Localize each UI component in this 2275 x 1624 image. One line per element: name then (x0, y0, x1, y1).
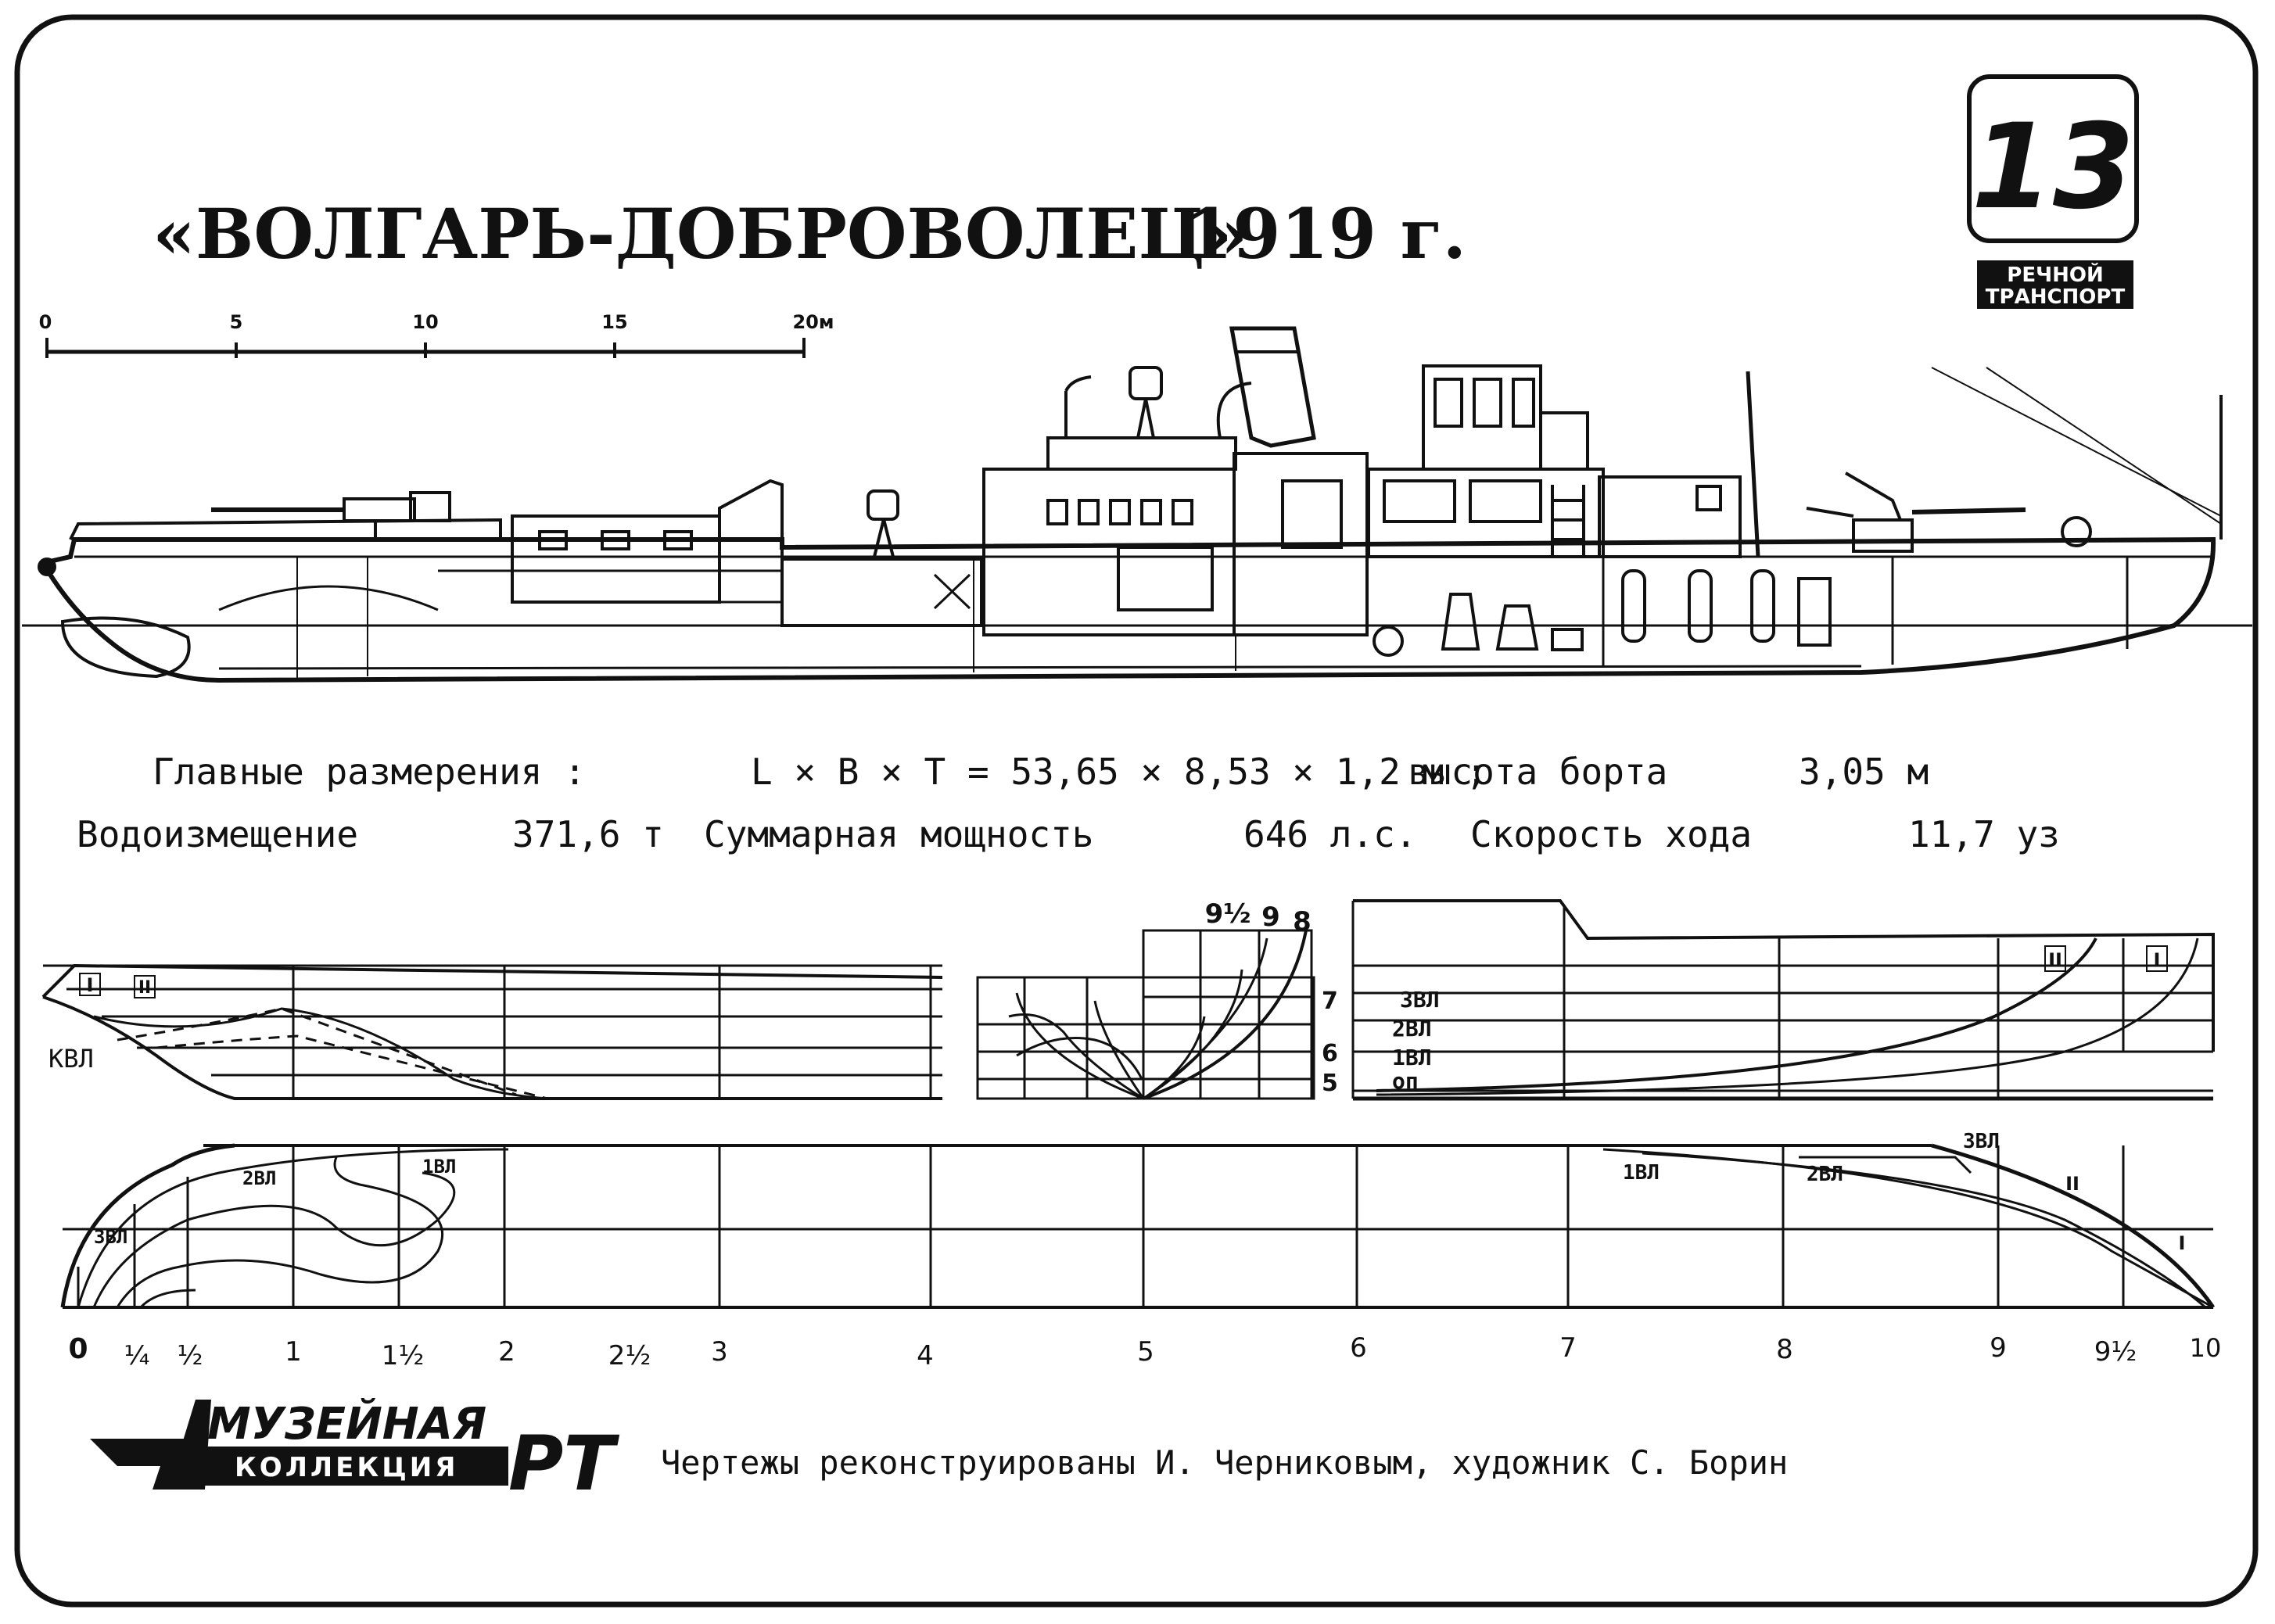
logo-line2: КОЛЛЕКЦИЯ (235, 1452, 458, 1483)
issue-badge-frame (1967, 74, 2139, 243)
body-plan-view (976, 929, 1315, 1100)
funnel (1229, 326, 1316, 448)
title-ship-name: «ВОЛГАРЬ-ДОБРОВОЛЕЦ» (153, 193, 1247, 274)
title-year: 1919 г. (1185, 193, 1466, 274)
spec-displacement-label: Водоизмещение (77, 813, 358, 855)
stern-capstan (2061, 516, 2092, 547)
aft-gun (1806, 471, 2026, 553)
profile-bow-kvl-label: КВЛ (48, 1044, 94, 1074)
drawing-credits: Чертежы реконструированы И. Черниковым, … (661, 1443, 1788, 1482)
station-1: 1 (285, 1336, 302, 1368)
spec-main-dims-label: Главные размерения : (153, 751, 586, 793)
half-breadth-stern-2vl: 2ВЛ (1807, 1163, 1843, 1186)
issue-number: 13 (1972, 99, 2135, 235)
half-breadth-bow-2vl: 2ВЛ (242, 1167, 276, 1189)
logo-m-mark (90, 1439, 192, 1490)
hull-outline (39, 536, 2216, 683)
body-plan-station-5: 5 (1322, 1070, 1338, 1097)
station-4: 4 (917, 1340, 934, 1371)
station-7: 7 (1559, 1332, 1577, 1364)
station-5: 5 (1137, 1336, 1154, 1368)
scale-label-0: 0 (39, 311, 52, 333)
station-2: 2 (498, 1336, 515, 1368)
forward-gun (211, 491, 451, 540)
bridge-searchlight (1129, 366, 1163, 439)
half-breadth-stern-mark-ii: II (2065, 1173, 2079, 1195)
museum-collection-logo: МУЗЕЙНАЯ КОЛЛЕКЦИЯ РТ (90, 1398, 619, 1507)
spec-power-value: 646 л.с. (1243, 813, 1417, 855)
profile-stern-mark-i: I (2154, 949, 2161, 971)
body-plan-station-6: 6 (1322, 1040, 1338, 1067)
profile-bow-mark-ii: II (138, 978, 151, 998)
forecastle (69, 518, 502, 540)
profile-stern-op: оп (1392, 1068, 1419, 1094)
profile-stern-3vl: 3ВЛ (1400, 987, 1440, 1013)
engine-flywheel (1373, 626, 1404, 657)
half-breadth-stern-mark-i: I (2179, 1232, 2186, 1254)
profile-bow-view (41, 963, 943, 1100)
aft-deckhouse (1598, 475, 1742, 558)
spec-speed-label: Скорость хода (1470, 813, 1752, 855)
body-plan-station-8: 8 (1293, 906, 1312, 937)
half-breadth-bow-1vl: 1ВЛ (422, 1156, 456, 1178)
cargo-hatch (780, 557, 983, 627)
station-9-5: 9½ (2094, 1336, 2137, 1368)
station-6: 6 (1350, 1332, 1367, 1364)
body-plan-station-7: 7 (1322, 988, 1338, 1015)
body-plan-station-9-5: 9½ (1205, 898, 1251, 930)
publisher-line2: ТРАНСПОРТ (1986, 285, 2126, 309)
profile-stern-1vl: 1ВЛ (1392, 1045, 1432, 1070)
sheet-frame (14, 14, 2259, 1608)
station-3: 3 (711, 1336, 728, 1368)
station-0-25: ¼ (124, 1340, 150, 1371)
side-boat (60, 616, 191, 679)
fore-searchlight (867, 489, 899, 557)
body-plan-station-9: 9 (1261, 902, 1280, 933)
profile-stern-2vl: 2ВЛ (1392, 1016, 1432, 1041)
spec-displacement-value: 371,6 т (512, 813, 664, 855)
spec-depth-value: 3,05 м (1799, 751, 1929, 793)
issue-badge: 13 РЕЧНОЙ ТРАНСПОРТ (1967, 74, 2139, 309)
station-8: 8 (1776, 1334, 1793, 1365)
keel-line (218, 665, 1862, 670)
station-2-5: 2½ (608, 1340, 651, 1371)
station-10: 10 (2190, 1333, 2222, 1363)
profile-stern-mark-ii: II (2048, 949, 2062, 971)
scale-label-15: 15 (601, 311, 627, 333)
spec-main-dims-formula: L × B × T = 53,65 × 8,53 × 1,2 м ; (751, 751, 1487, 793)
spec-speed-value: 11,7 уз (1908, 813, 2060, 855)
fore-ventilator (718, 479, 784, 602)
profile-stern-view (1351, 899, 2215, 1101)
half-breadth-stern-3vl: 3ВЛ (1963, 1130, 2000, 1153)
scale-label-10: 10 (412, 311, 438, 333)
logo-rt-mark: РТ (508, 1420, 619, 1507)
station-numbers: 0 ¼ ½ 1 1½ 2 2½ 3 4 5 6 7 8 9 9½ 10 (68, 1332, 2221, 1371)
scale-label-5: 5 (230, 311, 243, 333)
specifications: Главные размерения : L × B × T = 53,65 ×… (77, 751, 2060, 855)
half-breadth-stern-1vl: 1ВЛ (1623, 1161, 1660, 1185)
scale-bar: 0 5 10 15 20м (39, 311, 834, 358)
half-breadth-bow-3vl: 3ВЛ (94, 1226, 127, 1248)
publisher-line1: РЕЧНОЙ (2007, 262, 2103, 287)
spec-power-label: Суммарная мощность (704, 813, 1094, 855)
half-breadth-view (60, 1143, 2216, 1309)
logo-line1: МУЗЕЙНАЯ (207, 1398, 486, 1450)
station-9: 9 (1990, 1332, 2007, 1364)
profile-bow-mark-i: I (87, 974, 94, 996)
spec-depth-label: высота борта (1408, 751, 1667, 793)
station-0: 0 (68, 1333, 88, 1365)
scale-label-20: 20м (792, 311, 834, 333)
bow-anchor (38, 557, 56, 576)
deck-ladder (1551, 485, 1585, 557)
logo-band (199, 1447, 508, 1486)
main-mast (1746, 371, 1760, 557)
ship-profile-drawing (22, 326, 2252, 683)
station-0-5: ½ (178, 1340, 203, 1371)
station-1-5: 1½ (382, 1340, 425, 1371)
publisher-plate (1977, 260, 2133, 309)
